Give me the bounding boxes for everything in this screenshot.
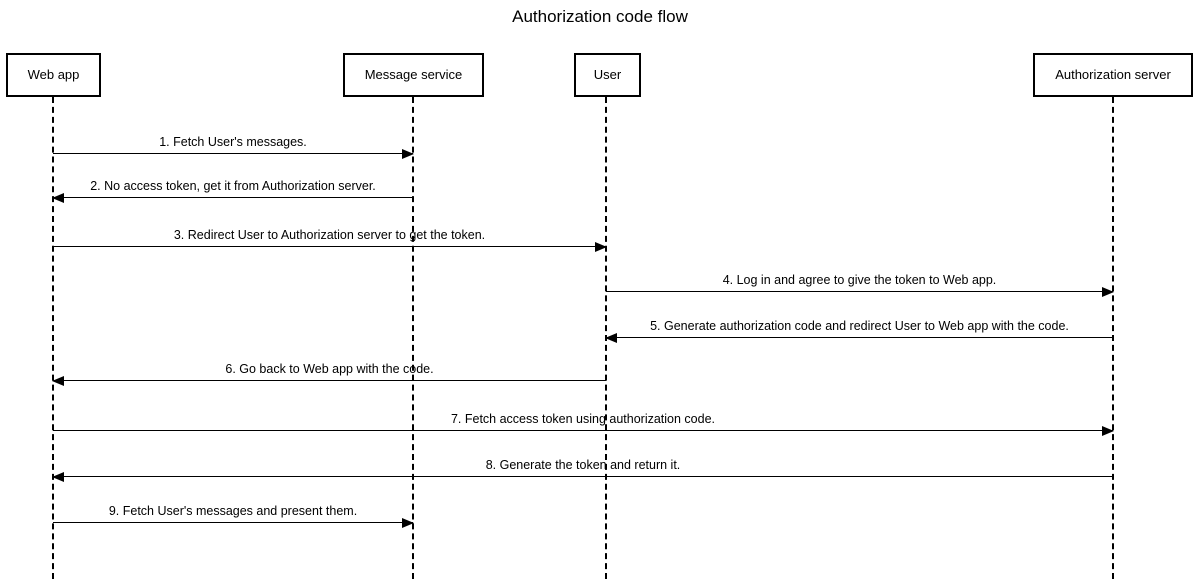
arrowhead-right-icon xyxy=(402,517,414,528)
message-label-1: 1. Fetch User's messages. xyxy=(159,135,307,149)
page-title: Authorization code flow xyxy=(512,7,688,26)
message-arrow-1[interactable] xyxy=(53,148,414,159)
message-label-2: 2. No access token, get it from Authoriz… xyxy=(90,179,376,193)
message-label-6: 6. Go back to Web app with the code. xyxy=(225,362,434,376)
participant-box-msgservice[interactable]: Message service xyxy=(343,53,484,97)
message-label-4: 4. Log in and agree to give the token to… xyxy=(722,273,997,287)
message-arrow-4[interactable] xyxy=(606,286,1114,297)
lifeline-msgservice xyxy=(412,97,414,579)
message-label-8: 8. Generate the token and return it. xyxy=(485,458,681,472)
message-arrow-8[interactable] xyxy=(52,471,1113,482)
arrowhead-right-icon xyxy=(1102,286,1114,297)
message-label-5: 5. Generate authorization code and redir… xyxy=(650,319,1069,333)
arrowhead-left-icon xyxy=(52,471,64,482)
arrowhead-left-icon xyxy=(52,375,64,386)
arrowhead-left-icon xyxy=(605,332,617,343)
message-arrow-9[interactable] xyxy=(53,517,414,528)
lifeline-webapp xyxy=(52,97,54,579)
arrowhead-left-icon xyxy=(52,192,64,203)
message-arrow-6[interactable] xyxy=(52,375,606,386)
arrowhead-right-icon xyxy=(1102,425,1114,436)
lifeline-authserver xyxy=(1112,97,1114,579)
message-arrow-5[interactable] xyxy=(605,332,1113,343)
participant-box-authserver[interactable]: Authorization server xyxy=(1033,53,1193,97)
participant-box-webapp[interactable]: Web app xyxy=(6,53,101,97)
message-label-7: 7. Fetch access token using authorizatio… xyxy=(450,412,716,426)
arrowhead-right-icon xyxy=(595,241,607,252)
message-label-3: 3. Redirect User to Authorization server… xyxy=(173,228,486,242)
message-arrow-7[interactable] xyxy=(53,425,1114,436)
message-arrow-2[interactable] xyxy=(52,192,413,203)
message-label-9: 9. Fetch User's messages and present the… xyxy=(108,504,358,518)
message-arrow-3[interactable] xyxy=(53,241,607,252)
participant-box-user[interactable]: User xyxy=(574,53,641,97)
arrowhead-right-icon xyxy=(402,148,414,159)
